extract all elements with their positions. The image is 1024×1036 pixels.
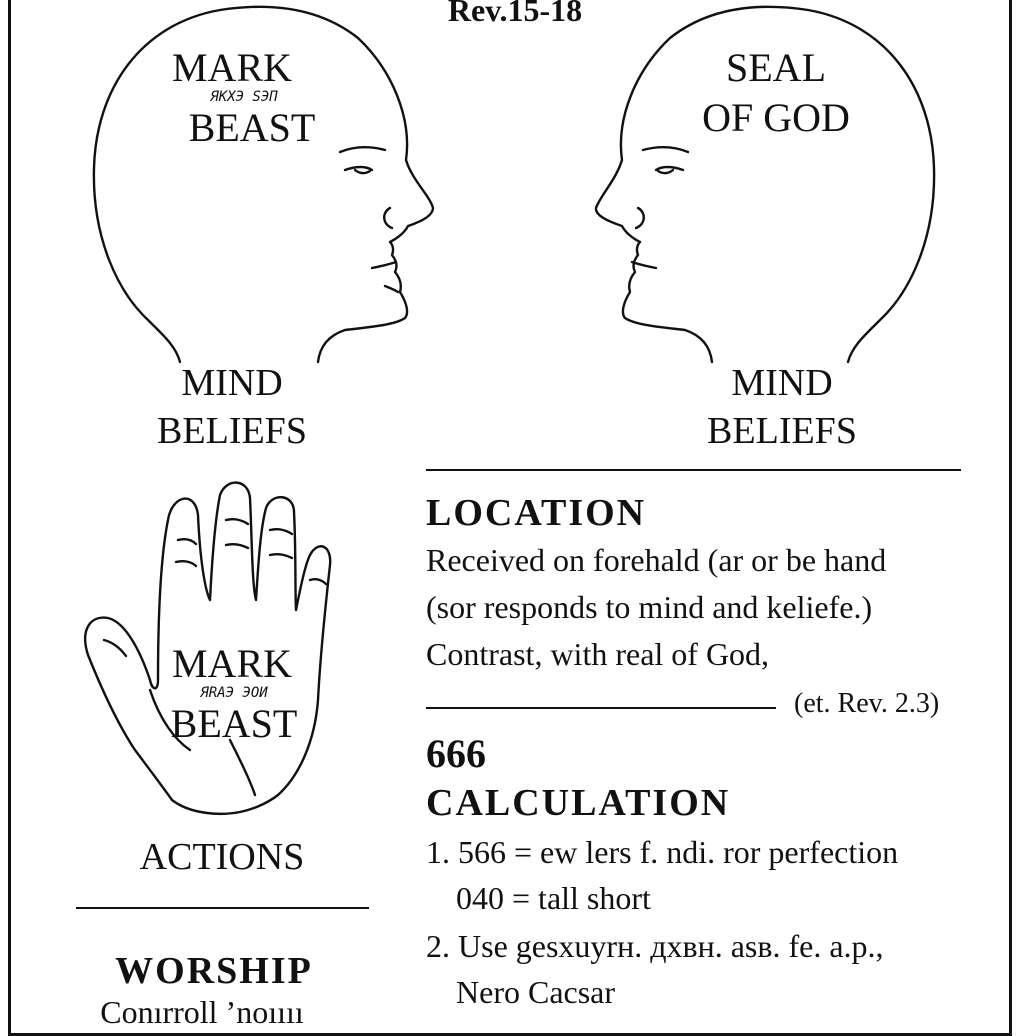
number-666: 666 <box>426 731 486 776</box>
calculation-heading: CALCULATION <box>426 782 731 824</box>
left-divider <box>76 907 369 909</box>
right-top-divider <box>426 469 961 471</box>
location-line-2: (sor responds to mind and keliefe.) <box>426 589 873 625</box>
location-line-1: Received on forehald (ar or be hand <box>426 542 887 578</box>
hand-outline <box>84 481 332 815</box>
left-caption-mind: MIND <box>181 362 283 404</box>
left-head-label-beast: BEAST <box>188 105 316 150</box>
location-reference: (et. Rev. 2.3) <box>794 688 940 719</box>
page-title: Rev.15-18 <box>447 0 583 28</box>
right-head-label-of-god: OF GOD <box>702 95 850 140</box>
calculation-item-1-line-2: 040 = tall short <box>456 880 651 916</box>
hand-tiny-script: ЯRAЭ ЭОИ <box>200 685 268 701</box>
location-line-3: Contrast, with real of God, <box>426 636 770 672</box>
right-caption-mind: MIND <box>731 362 833 404</box>
calculation-item-1-line-1: 1. 566 = ew lers f. ndi. ror perfection <box>426 834 899 870</box>
worship-line: Conırroll ʼnoıııı <box>100 994 304 1030</box>
right-head-outline <box>594 5 936 364</box>
hand-caption-actions: ACTIONS <box>139 836 305 878</box>
reference-line <box>426 707 776 709</box>
right-caption-beliefs: BELIEFS <box>707 410 857 452</box>
left-head-tiny-script: ЯКХЭ ЅЭП <box>210 89 278 105</box>
calculation-item-2-line-2: Nero Cacsar <box>456 974 616 1010</box>
left-head-label-mark: MARK <box>171 45 293 90</box>
calculation-item-2-line-1: 2. Use gesxuyrн. дхвн. asв. fe. a.p., <box>426 928 884 964</box>
right-head-label-seal: SEAL <box>726 45 826 90</box>
location-heading: LOCATION <box>426 492 647 534</box>
left-caption-beliefs: BELIEFS <box>157 410 307 452</box>
worship-heading: WORSHIP <box>115 950 313 992</box>
hand-label-beast: BEAST <box>170 701 298 746</box>
hand-label-mark: MARK <box>171 641 293 686</box>
left-head-outline <box>92 5 435 364</box>
